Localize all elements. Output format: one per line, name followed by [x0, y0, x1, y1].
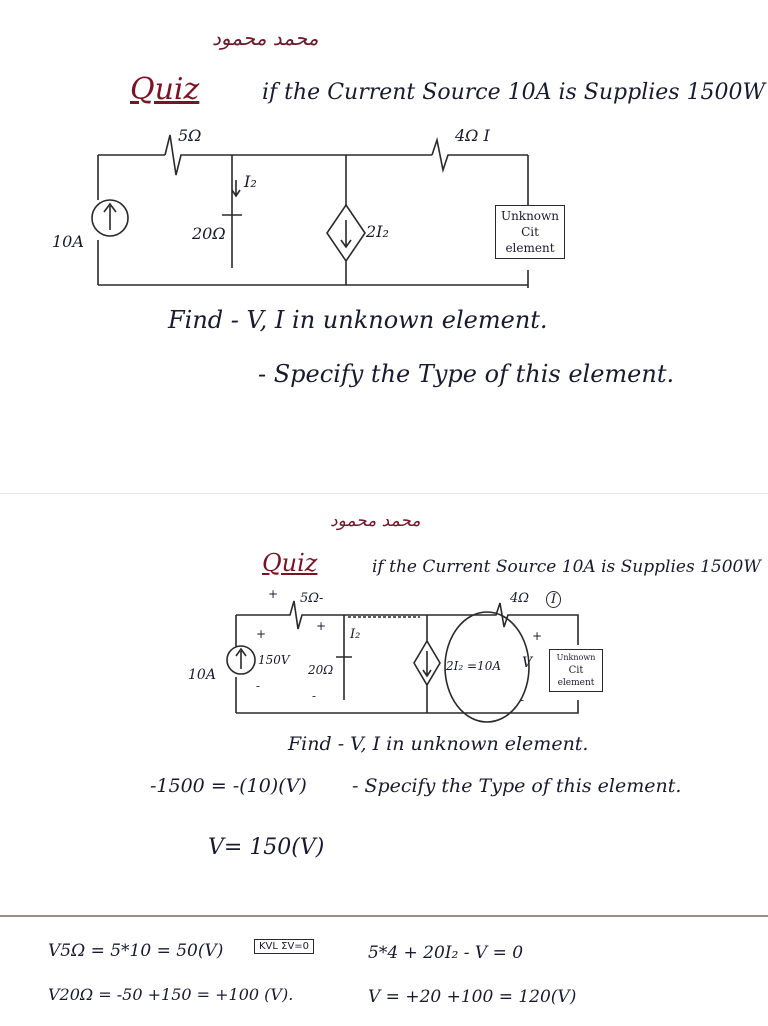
circuit-diagram-2: [226, 600, 579, 723]
resistor-20ohm-2: [336, 615, 352, 700]
label-I2: I₂: [244, 172, 257, 191]
minus-mid: -: [312, 689, 317, 703]
current-arrow-I2: [231, 180, 241, 198]
page-divider: [0, 493, 768, 494]
minus-left: -: [256, 679, 261, 693]
current-source-10a: [91, 199, 129, 237]
specify-line-2: - Specify the Type of this element.: [352, 775, 682, 797]
v-final-equation: V = +20 +100 = 120(V): [368, 987, 577, 1007]
quiz-question: if the Current Source 10A is Supplies 15…: [262, 80, 766, 105]
unknown-box-line-1: Unknown: [500, 209, 560, 223]
quiz-page-original: محمد محمود Quiz if the Current Source 10…: [0, 0, 768, 480]
wire-top-2: [236, 600, 579, 645]
label-4ohm-2: 4Ω: [510, 591, 530, 606]
label-20ohm: 20Ω: [192, 224, 226, 243]
unknown-box-line-2: Cit: [521, 225, 539, 239]
plus-mid: +: [316, 619, 327, 633]
v20-equation: V20Ω = -50 +150 = +100 (V).: [48, 985, 294, 1004]
label-150v: 150V: [258, 653, 290, 667]
minus-right: -: [520, 693, 525, 707]
circuit-diagram-1: [91, 134, 529, 288]
dependent-source-2: [413, 615, 441, 713]
quiz-page-solution: محمد محمود Quiz if the Current Source 10…: [0, 495, 768, 915]
quiz-question-2: if the Current Source 10A is Supplies 15…: [372, 557, 761, 577]
label-dependent-source-2: 2I₂ =10A: [446, 659, 501, 673]
find-line-2: Find - V, I in unknown element.: [288, 733, 589, 755]
current-source-arrow-2: [235, 647, 247, 669]
specify-line: - Specify the Type of this element.: [258, 360, 675, 388]
dependent-source-arrow-2: [422, 651, 432, 678]
plus-right: +: [532, 629, 543, 643]
label-4ohm: 4Ω I: [455, 126, 490, 145]
unknown-box-2-line-1: Unknown: [556, 653, 596, 662]
v5-equation: V5Ω = 5*10 = 50(V): [48, 941, 224, 961]
label-10a: 10A: [52, 232, 84, 251]
label-20ohm-2: 20Ω: [308, 663, 334, 677]
resistor-5ohm: [164, 134, 232, 176]
arabic-heading-2: محمد محمود: [330, 511, 421, 531]
label-dependent-source: 2I₂: [366, 222, 389, 241]
v-result: V= 150(V): [208, 835, 325, 860]
solution-notes: V5Ω = 5*10 = 50(V) KVL ΣV=0 5*4 + 20I₂ -…: [0, 915, 768, 1026]
resistor-4ohm: [431, 136, 528, 174]
label-5ohm: 5Ω: [178, 126, 202, 145]
unknown-box-line-3: element: [505, 241, 555, 255]
quiz-label: Quiz: [130, 72, 200, 107]
plus-source: +: [256, 627, 267, 641]
quiz-label-2: Quiz: [262, 549, 318, 577]
resistor-20ohm: [222, 214, 242, 268]
arabic-heading: محمد محمود: [212, 26, 319, 50]
kvl-loop: [444, 611, 530, 723]
label-I-circled: I: [546, 591, 562, 608]
find-line: Find - V, I in unknown element.: [168, 306, 548, 334]
plus-left: +: [268, 587, 279, 601]
dependent-source-arrow: [340, 220, 352, 249]
label-I2-2: I₂: [350, 627, 361, 642]
kvl-equation: 5*4 + 20I₂ - V = 0: [368, 943, 524, 963]
label-10a-2: 10A: [188, 667, 216, 683]
unknown-element-box-2: Unknown Cit element: [549, 649, 603, 692]
unknown-element-box: Unknown Cit element: [495, 205, 565, 259]
current-source-10a-2: [226, 645, 256, 675]
label-v: V: [522, 655, 533, 671]
label-5ohm-2: 5Ω-: [300, 591, 324, 606]
kvl-box: KVL ΣV=0: [254, 939, 315, 954]
power-equation: -1500 = -(10)(V): [150, 775, 307, 797]
current-source-arrow: [103, 202, 117, 230]
unknown-box-2-line-3: element: [557, 678, 595, 688]
unknown-box-2-line-2: Cit: [568, 665, 584, 676]
wire-bottom-2: [236, 700, 579, 714]
